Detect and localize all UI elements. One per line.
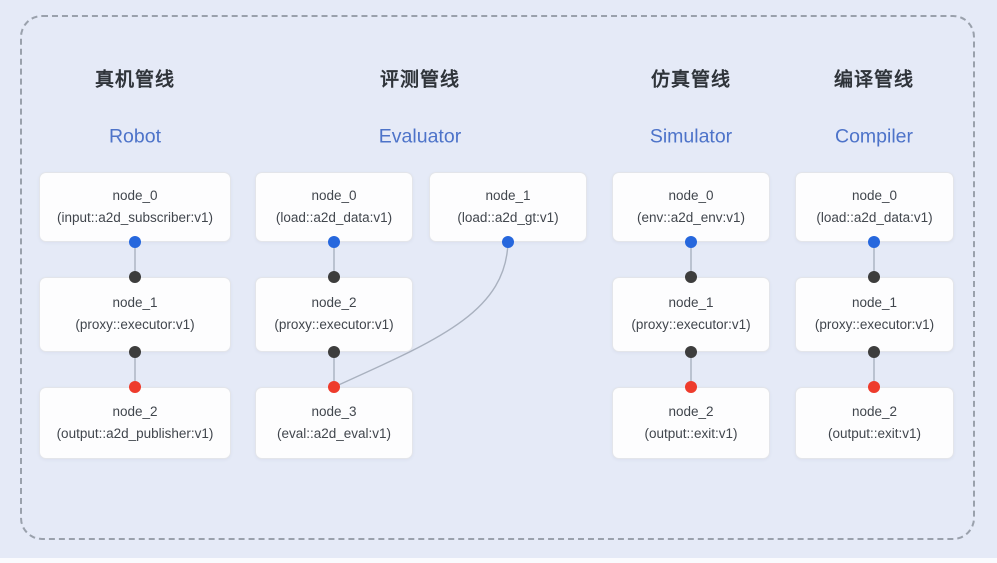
node-name: node_3 xyxy=(311,403,357,419)
node-name: node_0 xyxy=(112,187,158,203)
node-type: (proxy::executor:v1) xyxy=(631,317,751,332)
node-name: node_1 xyxy=(668,295,714,311)
pipeline-title-en-robot: Robot xyxy=(108,125,162,148)
node-box-robot-2: node_2 (output::a2d_publisher:v1) xyxy=(39,387,231,459)
pipeline-title-en-simulator: Simulator xyxy=(649,125,733,148)
port-dot-red xyxy=(868,381,880,393)
pipeline-title-en-evaluator: Evaluator xyxy=(378,125,462,148)
node-name: node_2 xyxy=(112,403,158,419)
port-dot-dark xyxy=(868,271,880,283)
port-dot-dark xyxy=(129,271,141,283)
node-box-compiler-0: node_0 (load::a2d_data:v1) xyxy=(795,172,954,242)
node-name: node_1 xyxy=(112,295,158,311)
edge-evaluator-1-3-curve xyxy=(333,241,509,388)
port-dot-dark xyxy=(129,346,141,358)
node-type: (output::a2d_publisher:v1) xyxy=(56,425,214,441)
node-box-simulator-2: node_2 (output::exit:v1) xyxy=(612,387,770,459)
port-dot-blue xyxy=(868,236,880,248)
node-type: (proxy::executor:v1) xyxy=(274,317,394,332)
pipeline-title-zh-simulator: 仿真管线 xyxy=(650,69,732,91)
node-name: node_1 xyxy=(851,295,898,311)
node-type: (input::a2d_subscriber:v1) xyxy=(56,209,214,225)
node-box-robot-1: node_1 (proxy::executor:v1) xyxy=(39,277,231,352)
node-name: node_0 xyxy=(311,187,357,203)
pipeline-title-zh-compiler: 编译管线 xyxy=(833,69,915,91)
port-dot-red xyxy=(685,381,697,393)
node-box-simulator-0: node_0 (env::a2d_env:v1) xyxy=(612,172,770,242)
node-name: node_0 xyxy=(668,187,714,203)
pipeline-title-zh-robot: 真机管线 xyxy=(94,69,176,91)
node-name: node_2 xyxy=(311,295,357,311)
port-dot-dark xyxy=(685,346,697,358)
port-dot-blue xyxy=(328,236,340,248)
node-name: node_0 xyxy=(851,187,898,203)
node-type: (load::a2d_data:v1) xyxy=(275,209,393,225)
node-box-compiler-1: node_1 (proxy::executor:v1) xyxy=(795,277,954,352)
node-type: (load::a2d_data:v1) xyxy=(816,209,933,225)
node-name: node_2 xyxy=(668,403,714,419)
node-box-evaluator-2: node_2 (proxy::executor:v1) xyxy=(255,277,413,352)
node-name: node_2 xyxy=(851,403,898,419)
node-type: (proxy::executor:v1) xyxy=(75,317,195,332)
node-type: (output::exit:v1) xyxy=(827,425,922,441)
node-box-evaluator-1: node_1 (load::a2d_gt:v1) xyxy=(429,172,587,242)
node-box-compiler-2: node_2 (output::exit:v1) xyxy=(795,387,954,459)
port-dot-blue xyxy=(685,236,697,248)
port-dot-dark xyxy=(328,271,340,283)
port-dot-red xyxy=(328,381,340,393)
port-dot-blue xyxy=(129,236,141,248)
port-dot-red xyxy=(129,381,141,393)
node-name: node_1 xyxy=(485,187,531,203)
pipeline-title-zh-evaluator: 评测管线 xyxy=(379,69,461,91)
node-box-simulator-1: node_1 (proxy::executor:v1) xyxy=(612,277,770,352)
node-type: (env::a2d_env:v1) xyxy=(636,209,746,225)
node-type: (output::exit:v1) xyxy=(644,425,738,441)
node-type: (proxy::executor:v1) xyxy=(814,317,935,332)
bottom-edge-strip xyxy=(0,558,997,563)
node-type: (eval::a2d_eval:v1) xyxy=(276,425,392,441)
node-box-robot-0: node_0 (input::a2d_subscriber:v1) xyxy=(39,172,231,242)
port-dot-dark xyxy=(328,346,340,358)
dashed-border-frame xyxy=(20,15,975,540)
node-box-evaluator-3: node_3 (eval::a2d_eval:v1) xyxy=(255,387,413,459)
node-type: (load::a2d_gt:v1) xyxy=(457,209,559,225)
port-dot-dark xyxy=(685,271,697,283)
node-box-evaluator-0: node_0 (load::a2d_data:v1) xyxy=(255,172,413,242)
port-dot-blue xyxy=(502,236,514,248)
pipeline-title-en-compiler: Compiler xyxy=(834,125,914,148)
port-dot-dark xyxy=(868,346,880,358)
